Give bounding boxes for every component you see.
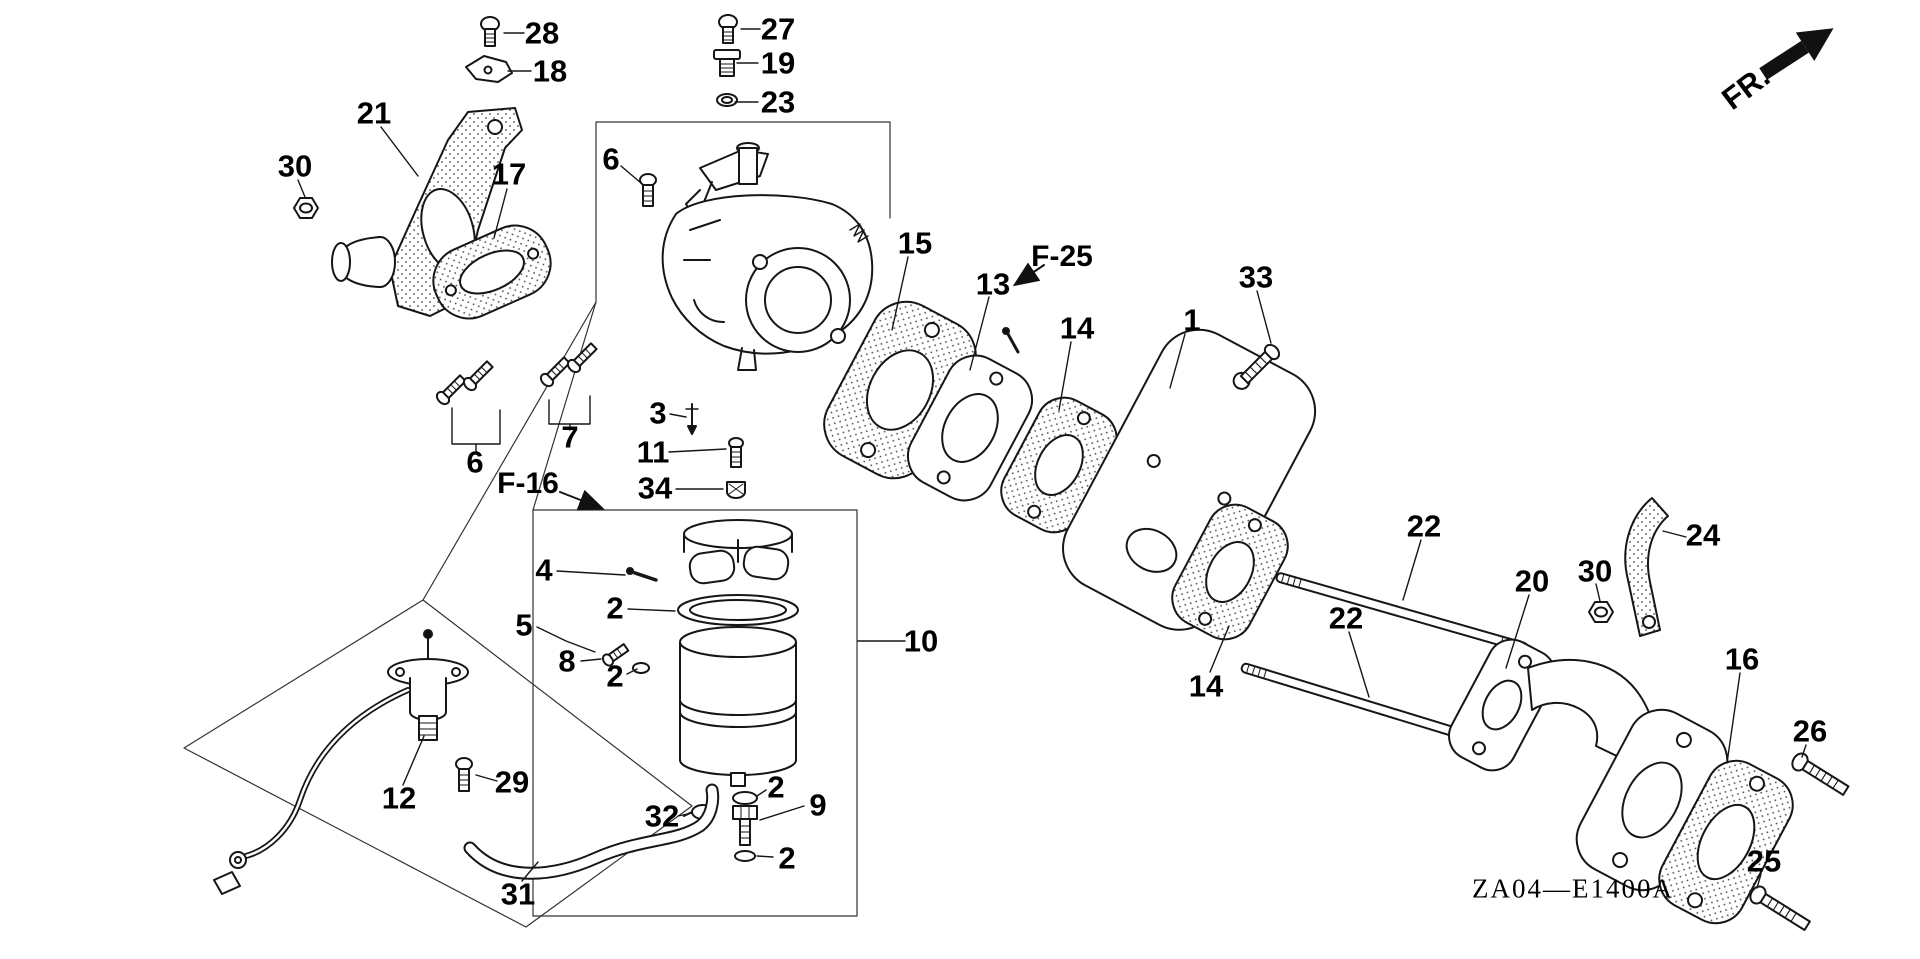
strainer-34-drawing bbox=[726, 481, 746, 499]
bolt-25-drawing bbox=[1749, 885, 1811, 931]
callout-23: 23 bbox=[760, 84, 796, 120]
callout-3: 3 bbox=[649, 395, 667, 431]
joint-12-drawing bbox=[387, 629, 469, 741]
gasket-16-drawing bbox=[1658, 759, 1794, 925]
callout-6: 6 bbox=[466, 444, 484, 480]
callout-8: 8 bbox=[558, 643, 576, 679]
callout-15: 15 bbox=[897, 225, 933, 261]
callout-31: 31 bbox=[500, 876, 536, 912]
diagram-code: ZA04—E1400A bbox=[1472, 873, 1674, 904]
callout-9: 9 bbox=[809, 787, 827, 823]
callout-F-16: F-16 bbox=[497, 467, 559, 500]
bolt-29-drawing bbox=[455, 757, 473, 792]
insulator-13-drawing bbox=[906, 354, 1034, 502]
group-boxes bbox=[183, 121, 891, 928]
callout-13: 13 bbox=[975, 266, 1011, 302]
callout-30: 30 bbox=[277, 148, 313, 184]
callout-30: 30 bbox=[1577, 553, 1613, 589]
clamp-18-drawing bbox=[465, 55, 513, 83]
callout-32: 32 bbox=[644, 798, 680, 834]
callout-2: 2 bbox=[767, 769, 785, 805]
reference-arrows bbox=[559, 262, 1045, 511]
callout-2: 2 bbox=[606, 590, 624, 626]
bolt-27-drawing bbox=[718, 14, 738, 44]
callout-17: 17 bbox=[491, 156, 527, 192]
callout-25: 25 bbox=[1746, 843, 1782, 879]
nut-30-left-drawing bbox=[293, 197, 319, 219]
callout-11: 11 bbox=[636, 434, 670, 470]
callout-18: 18 bbox=[532, 53, 568, 89]
callout-5: 5 bbox=[515, 607, 533, 643]
tube-31-drawing bbox=[463, 783, 720, 880]
callout-24: 24 bbox=[1685, 517, 1721, 553]
jet-11-drawing bbox=[728, 437, 744, 468]
callout-10: 10 bbox=[903, 623, 939, 659]
callout-26: 26 bbox=[1792, 713, 1828, 749]
callout-29: 29 bbox=[494, 764, 530, 800]
callout-4: 4 bbox=[535, 552, 553, 588]
callout-16: 16 bbox=[1724, 641, 1760, 677]
needle-3-drawing bbox=[685, 403, 699, 435]
callout-2: 2 bbox=[778, 840, 796, 876]
callout-21: 21 bbox=[356, 95, 392, 131]
callout-27: 27 bbox=[760, 11, 796, 47]
callout-F-25: F-25 bbox=[1031, 240, 1093, 273]
callout-12: 12 bbox=[381, 780, 417, 816]
callout-19: 19 bbox=[760, 45, 796, 81]
callout-14: 14 bbox=[1188, 668, 1224, 704]
callout-6: 6 bbox=[602, 141, 620, 177]
washer-23-drawing bbox=[716, 93, 738, 107]
screw-set-7-drawing bbox=[539, 342, 598, 388]
stay-24-drawing bbox=[1624, 497, 1669, 637]
leader-lines bbox=[297, 28, 1807, 889]
manifold-20-drawing bbox=[1448, 638, 1729, 892]
gasket-17-drawing bbox=[432, 224, 552, 320]
callout-1: 1 bbox=[1183, 302, 1201, 338]
carburetor-drawing bbox=[661, 142, 874, 371]
screw-8-washer-2-drawing bbox=[601, 643, 650, 674]
callout-20: 20 bbox=[1514, 563, 1550, 599]
drain-9-drawing bbox=[732, 791, 758, 862]
bolt-26-drawing bbox=[1791, 752, 1850, 796]
nut-30-right-drawing bbox=[1588, 601, 1614, 623]
callout-brackets bbox=[451, 395, 591, 453]
stud-22a-drawing bbox=[1275, 572, 1529, 653]
callout-33: 33 bbox=[1238, 259, 1274, 295]
callout-7: 7 bbox=[561, 419, 579, 455]
gasket-2-cup-drawing bbox=[677, 594, 799, 626]
screw-set-6-drawing bbox=[435, 360, 494, 406]
callout-34: 34 bbox=[637, 470, 673, 506]
pin-f25-drawing bbox=[1002, 327, 1020, 354]
bolt-28-drawing bbox=[480, 16, 500, 47]
gasket-14b-drawing bbox=[1171, 503, 1289, 641]
callout-22: 22 bbox=[1406, 508, 1442, 544]
float-4-drawing bbox=[626, 539, 790, 585]
bolt-6-top-drawing bbox=[639, 173, 657, 207]
callout-14: 14 bbox=[1059, 310, 1095, 346]
callout-22: 22 bbox=[1328, 600, 1364, 636]
fr-arrow-icon bbox=[1759, 28, 1834, 80]
callout-28: 28 bbox=[524, 15, 560, 51]
callout-2: 2 bbox=[606, 658, 624, 694]
bolt-33-drawing bbox=[1239, 343, 1281, 385]
cup-10-drawing bbox=[679, 626, 797, 787]
joint-19-drawing bbox=[713, 49, 741, 77]
wire-drawing bbox=[213, 687, 411, 895]
